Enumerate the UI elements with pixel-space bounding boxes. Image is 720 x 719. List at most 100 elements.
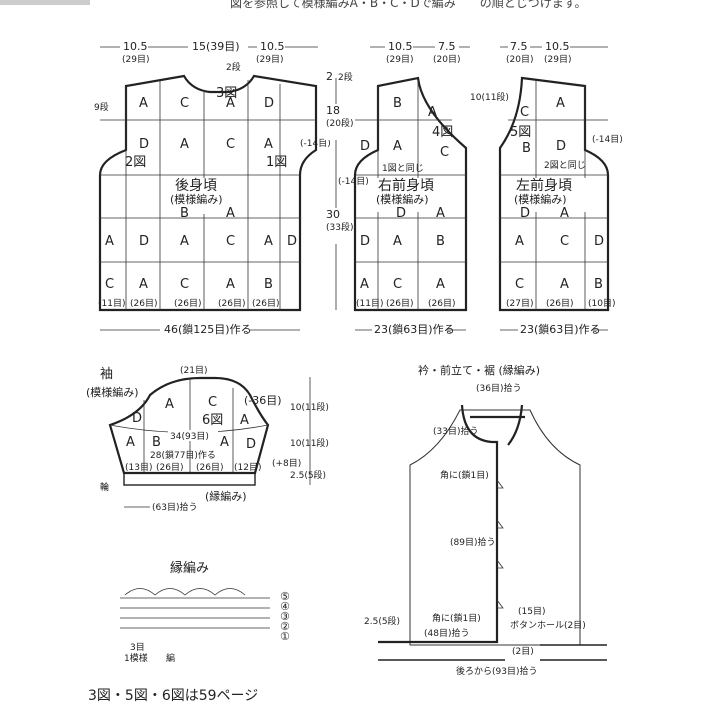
diagram-label: (-36目) [244, 394, 282, 407]
diagram-label: (26目) [386, 298, 413, 309]
diagram-label: A [105, 234, 114, 249]
panel-title: 衿・前立て・裾 (縁編み) [418, 363, 540, 377]
figure-ref: 4図 [432, 125, 453, 140]
diagram-label: ④ [280, 600, 290, 613]
diagram-label: D [594, 234, 604, 249]
diagram-label: 10(11段) [290, 401, 329, 413]
diagram-label: 編 [166, 652, 175, 664]
diagram-label: (10目) [588, 298, 615, 309]
diagram-label: (26目) [546, 298, 573, 309]
diagram-label: 角に(鎖1目) [432, 612, 481, 624]
diagram-label: ① [280, 630, 290, 643]
figure-ref: 3図 [216, 86, 237, 101]
diagram-label: (縁編み) [205, 489, 247, 503]
diagram-label: C [180, 277, 189, 292]
diagram-label: (模様編み) [86, 385, 139, 399]
diagram-label: (+8目) [272, 458, 301, 469]
diagram-label: A [264, 234, 273, 249]
diagram-label: D [520, 206, 530, 221]
diagram-label: (27目) [506, 298, 533, 309]
diagram-label: B [393, 96, 402, 111]
dim: (29目) [122, 54, 149, 65]
diagram-label: A [226, 96, 235, 111]
diagram-label: 1模様 [124, 652, 148, 664]
diagram-label: (33目)拾う [433, 425, 478, 437]
diagram-label: D [360, 234, 370, 249]
diagram-label: 後ろから(93目)拾う [456, 665, 537, 677]
diagram-label: A [180, 234, 189, 249]
diagram-label: (26目) [428, 298, 455, 309]
diagram-label: A [393, 139, 402, 154]
diagram-label: C [440, 145, 449, 160]
diagram-label: (26目) [130, 298, 157, 309]
diagram-label: D [556, 139, 566, 154]
diagram-label: 2 [326, 70, 333, 83]
panel-title: 左前身頃 [516, 177, 572, 194]
diagram-label: 輪 [100, 481, 109, 493]
diagram-label: A [436, 206, 445, 221]
panel-title: 縁編み [170, 560, 209, 576]
figure-ref: 1図 [266, 155, 287, 170]
diagram-label: (2目) [512, 646, 534, 657]
diagram-label: (15目) [518, 606, 545, 617]
diagram-label: A [556, 96, 565, 111]
diagram-label: C [105, 277, 114, 292]
figure-ref: 2図 [125, 155, 146, 170]
diagram-label: D [264, 96, 274, 111]
page-edge-mark [0, 0, 90, 5]
diagram-label: (20段) [326, 117, 353, 129]
figure-ref: 6図 [202, 413, 223, 428]
diagram-label: 1図と同じ [382, 163, 424, 174]
diagram-label: 10.5 [545, 40, 570, 53]
diagram-label: (36目)拾う [476, 382, 521, 394]
diagram-label: C [520, 105, 529, 120]
diagram-label: (-14目) [338, 176, 369, 187]
header-text: 図を参照して模様編みA・B・C・Dで編み の順とじつけます。 [230, 0, 587, 10]
diagram-label: 10(11段) [470, 91, 509, 103]
diagram-label: 9段 [94, 101, 109, 113]
diagram-label: A [436, 277, 445, 292]
diagram-label: (48目)拾う [424, 627, 469, 639]
diagram-label: 10(11段) [290, 437, 329, 449]
dim: (29目) [256, 54, 283, 65]
diagram-label: (13目) [125, 462, 152, 473]
panel-title: 右前身頃 [378, 177, 434, 194]
diagram-label: A [264, 137, 273, 152]
diagram-label: B [264, 277, 273, 292]
height-dimensions: 2 2段 18 (20段) 30 (33段) [324, 70, 353, 310]
diagram-label: A [226, 206, 235, 221]
diagram-label: (11目) [356, 298, 383, 309]
dim: 2段 [226, 61, 241, 73]
diagram-label: (20目) [433, 54, 460, 65]
diagram-label: ボタンホール(2目) [510, 620, 586, 631]
diagram-label: A [139, 96, 148, 111]
diagram-label: D [360, 139, 370, 154]
diagram-label: D [246, 437, 256, 452]
diagram-label: (26目) [218, 298, 245, 309]
diagram-label: ⑤ [280, 590, 290, 603]
diagram-label: (26目) [174, 298, 201, 309]
diagram-label: (-14目) [592, 134, 623, 145]
diagram-label: (89目)拾う [450, 536, 495, 548]
diagram-label: B [180, 206, 189, 221]
panel-title: 袖 [100, 367, 113, 382]
diagram-label: C [208, 395, 217, 410]
diagram-label: (29目) [386, 54, 413, 65]
diagram-label: 18 [326, 104, 340, 117]
diagram-label: (模様編み) [514, 192, 567, 206]
diagram-label: 23(鎖63目)作る [520, 322, 601, 336]
diagram-label: 28(鎖77目)作る [150, 449, 216, 461]
diagram-label: ③ [280, 610, 290, 623]
diagram-label: 2段 [338, 71, 353, 83]
diagram-label: C [515, 277, 524, 292]
diagram-label: A [560, 206, 569, 221]
diagram-label: A [139, 277, 148, 292]
diagram-label: (-14目) [300, 138, 331, 149]
dim: 10.5 [260, 40, 285, 53]
dim: 46(鎖125目)作る [164, 322, 252, 336]
diagram-label: (26目) [156, 462, 183, 473]
diagram-label: A [180, 137, 189, 152]
